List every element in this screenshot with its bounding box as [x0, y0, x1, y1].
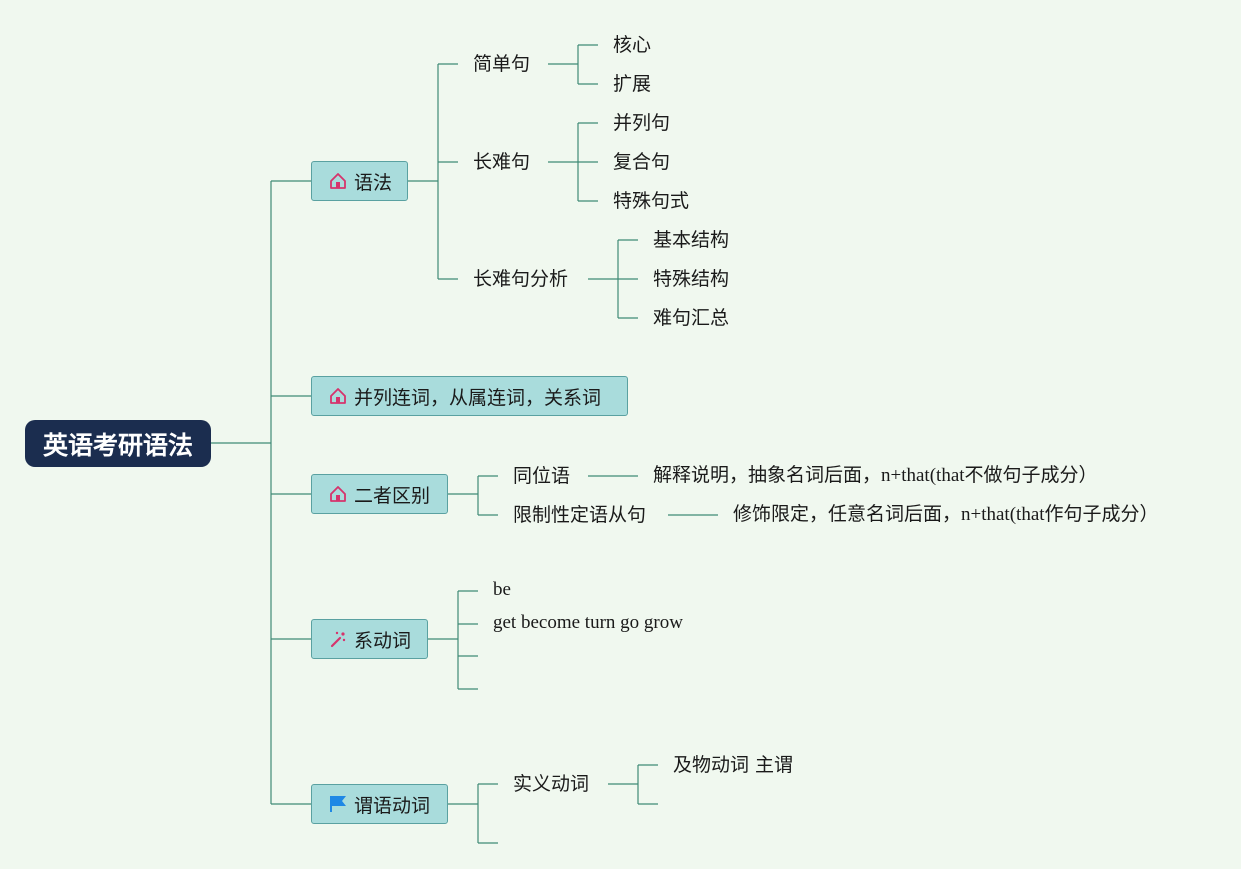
home-icon	[328, 386, 348, 406]
leaf-difficult-summary[interactable]: 难句汇总	[653, 307, 730, 329]
leaf-be[interactable]: be	[493, 579, 511, 600]
branch-linking-label: 系动词	[354, 629, 412, 652]
topic-sentence-analysis[interactable]: 长难句分析	[473, 268, 569, 290]
leaf-change-verbs[interactable]: get become turn go grow	[493, 612, 683, 633]
root-node[interactable]: 英语考研语法	[25, 420, 211, 467]
topic-simple-sentence[interactable]: 简单句	[473, 53, 531, 75]
home-icon	[328, 171, 348, 191]
branch-conjunctions[interactable]: 并列连词，从属连词，关系词	[311, 376, 628, 416]
magic-wand-icon	[328, 629, 348, 649]
note-appositive[interactable]: 解释说明，抽象名词后面，n+that(that不做句子成分）	[653, 465, 1098, 486]
leaf-transitive-verb[interactable]: 及物动词 主谓	[673, 754, 794, 776]
leaf-compound-sentence[interactable]: 并列句	[613, 112, 671, 134]
topic-appositive[interactable]: 同位语	[513, 465, 571, 487]
branch-predicate-label: 谓语动词	[354, 794, 431, 817]
branch-difference-label: 二者区别	[354, 484, 431, 507]
branch-grammar-label: 语法	[354, 171, 393, 194]
leaf-core[interactable]: 核心	[613, 34, 652, 56]
topic-restrictive-clause[interactable]: 限制性定语从句	[513, 504, 647, 526]
leaf-basic-structure[interactable]: 基本结构	[653, 229, 730, 251]
root-label: 英语考研语法	[42, 430, 193, 460]
topic-complex-sentence[interactable]: 长难句	[473, 151, 531, 173]
note-restrictive-clause[interactable]: 修饰限定，任意名词后面，n+that(that作句子成分）	[733, 504, 1159, 525]
leaf-special-structure[interactable]: 特殊结构	[653, 268, 730, 290]
branch-predicate-verbs[interactable]: 谓语动词	[311, 784, 448, 824]
leaf-extension[interactable]: 扩展	[613, 73, 652, 95]
home-icon	[328, 484, 348, 504]
branch-linking-verbs[interactable]: 系动词	[311, 619, 428, 659]
leaf-complex-sentence[interactable]: 复合句	[613, 151, 671, 173]
leaf-special-patterns[interactable]: 特殊句式	[613, 190, 690, 212]
branch-difference[interactable]: 二者区别	[311, 474, 448, 514]
topic-notional-verb[interactable]: 实义动词	[513, 773, 590, 795]
flag-icon	[328, 794, 348, 814]
branch-conjunctions-label: 并列连词，从属连词，关系词	[354, 386, 602, 409]
branch-grammar[interactable]: 语法	[311, 161, 408, 201]
